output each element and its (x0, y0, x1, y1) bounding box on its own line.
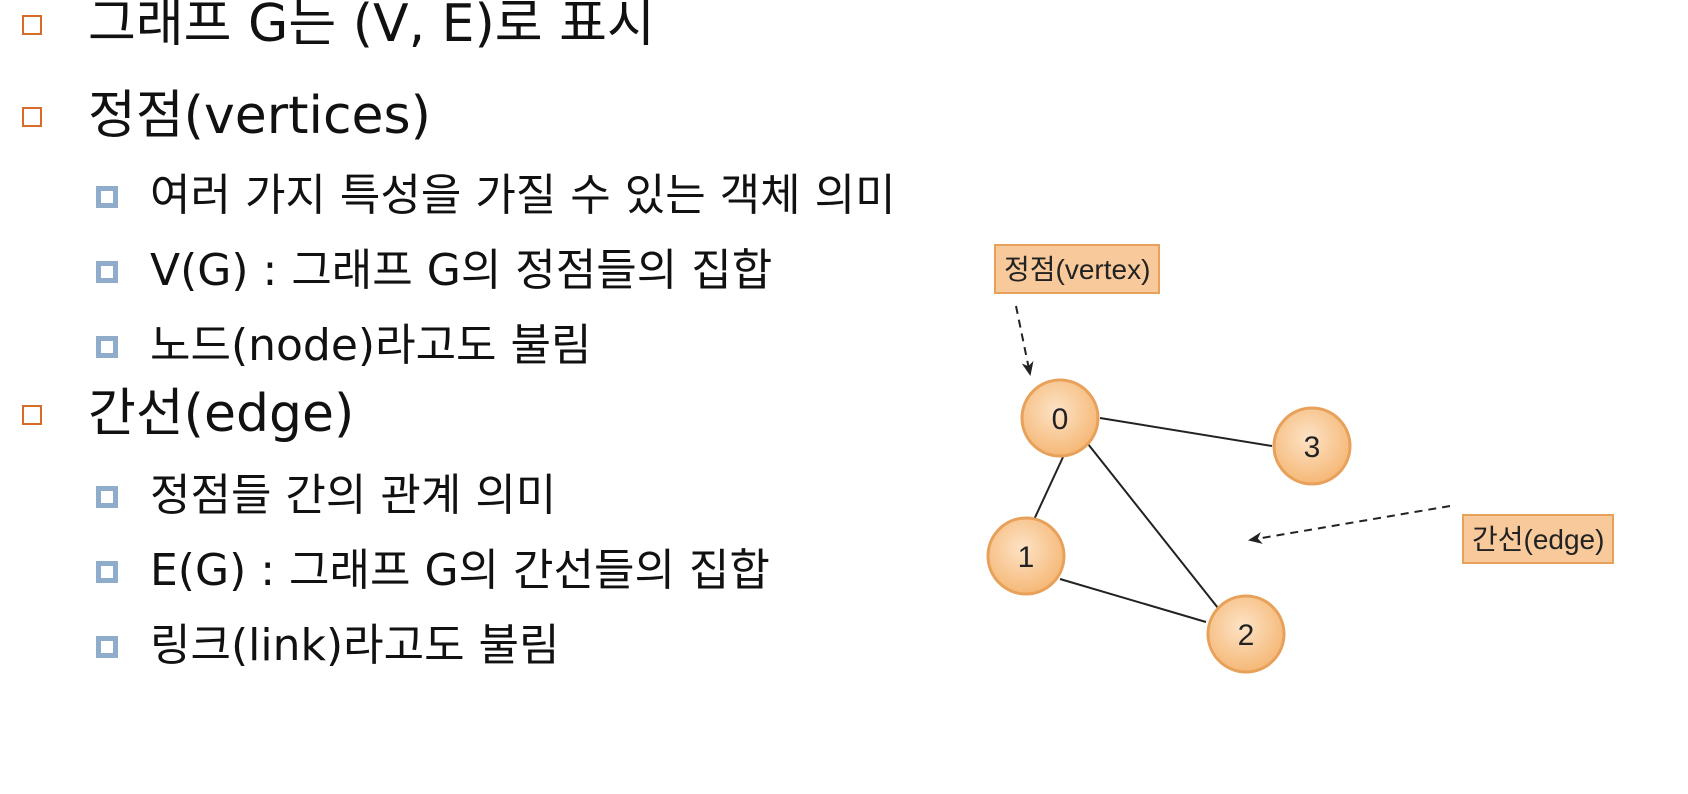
filled-square-bullet-icon (96, 261, 118, 283)
filled-square-bullet-icon (96, 486, 118, 508)
graph-svg: 0 3 1 2 (986, 305, 1451, 674)
bullet-text: 그래프 G는 (V, E)로 표시 (88, 0, 655, 54)
node-label: 0 (1052, 403, 1069, 436)
node-3: 3 (1272, 406, 1352, 486)
edge-0-2 (1087, 443, 1219, 609)
node-2: 2 (1206, 594, 1286, 674)
sub-bullet-text: E(G) : 그래프 G의 간선들의 집합 (150, 545, 770, 596)
bullet-text: 간선(edge) (88, 384, 355, 444)
sub-bullet-text: 링크(link)라고도 불림 (150, 620, 560, 671)
vertex-pointer-arrow (1015, 305, 1034, 376)
sub-bullet-text: 정점들 간의 관계 의미 (150, 470, 557, 521)
node-0: 0 (1020, 378, 1100, 458)
node-label: 2 (1238, 619, 1255, 652)
node-label: 1 (1018, 541, 1035, 574)
edge-1-2 (1059, 578, 1207, 623)
edge-pointer-arrow (1248, 505, 1451, 544)
sub-bullet-text: 노드(node)라고도 불림 (150, 320, 592, 371)
edge-callout: 간선(edge) (1462, 514, 1615, 564)
square-bullet-icon (22, 15, 42, 35)
filled-square-bullet-icon (96, 336, 118, 358)
node-label: 3 (1304, 431, 1321, 464)
filled-square-bullet-icon (96, 561, 118, 583)
filled-square-bullet-icon (96, 186, 118, 208)
sub-bullet-text: V(G) : 그래프 G의 정점들의 집합 (150, 245, 773, 296)
sub-bullet-text: 여러 가지 특성을 가질 수 있는 객체 의미 (150, 170, 896, 221)
vertex-callout: 정점(vertex) (994, 244, 1161, 294)
square-bullet-icon (22, 107, 42, 127)
edge-0-3 (1099, 417, 1273, 447)
graph-diagram: 0 3 1 2 정점(vertex) 간선(edge) (960, 244, 1680, 730)
bullet-text: 정점(vertices) (88, 86, 431, 146)
square-bullet-icon (22, 405, 42, 425)
filled-square-bullet-icon (96, 636, 118, 658)
node-1: 1 (986, 516, 1066, 596)
